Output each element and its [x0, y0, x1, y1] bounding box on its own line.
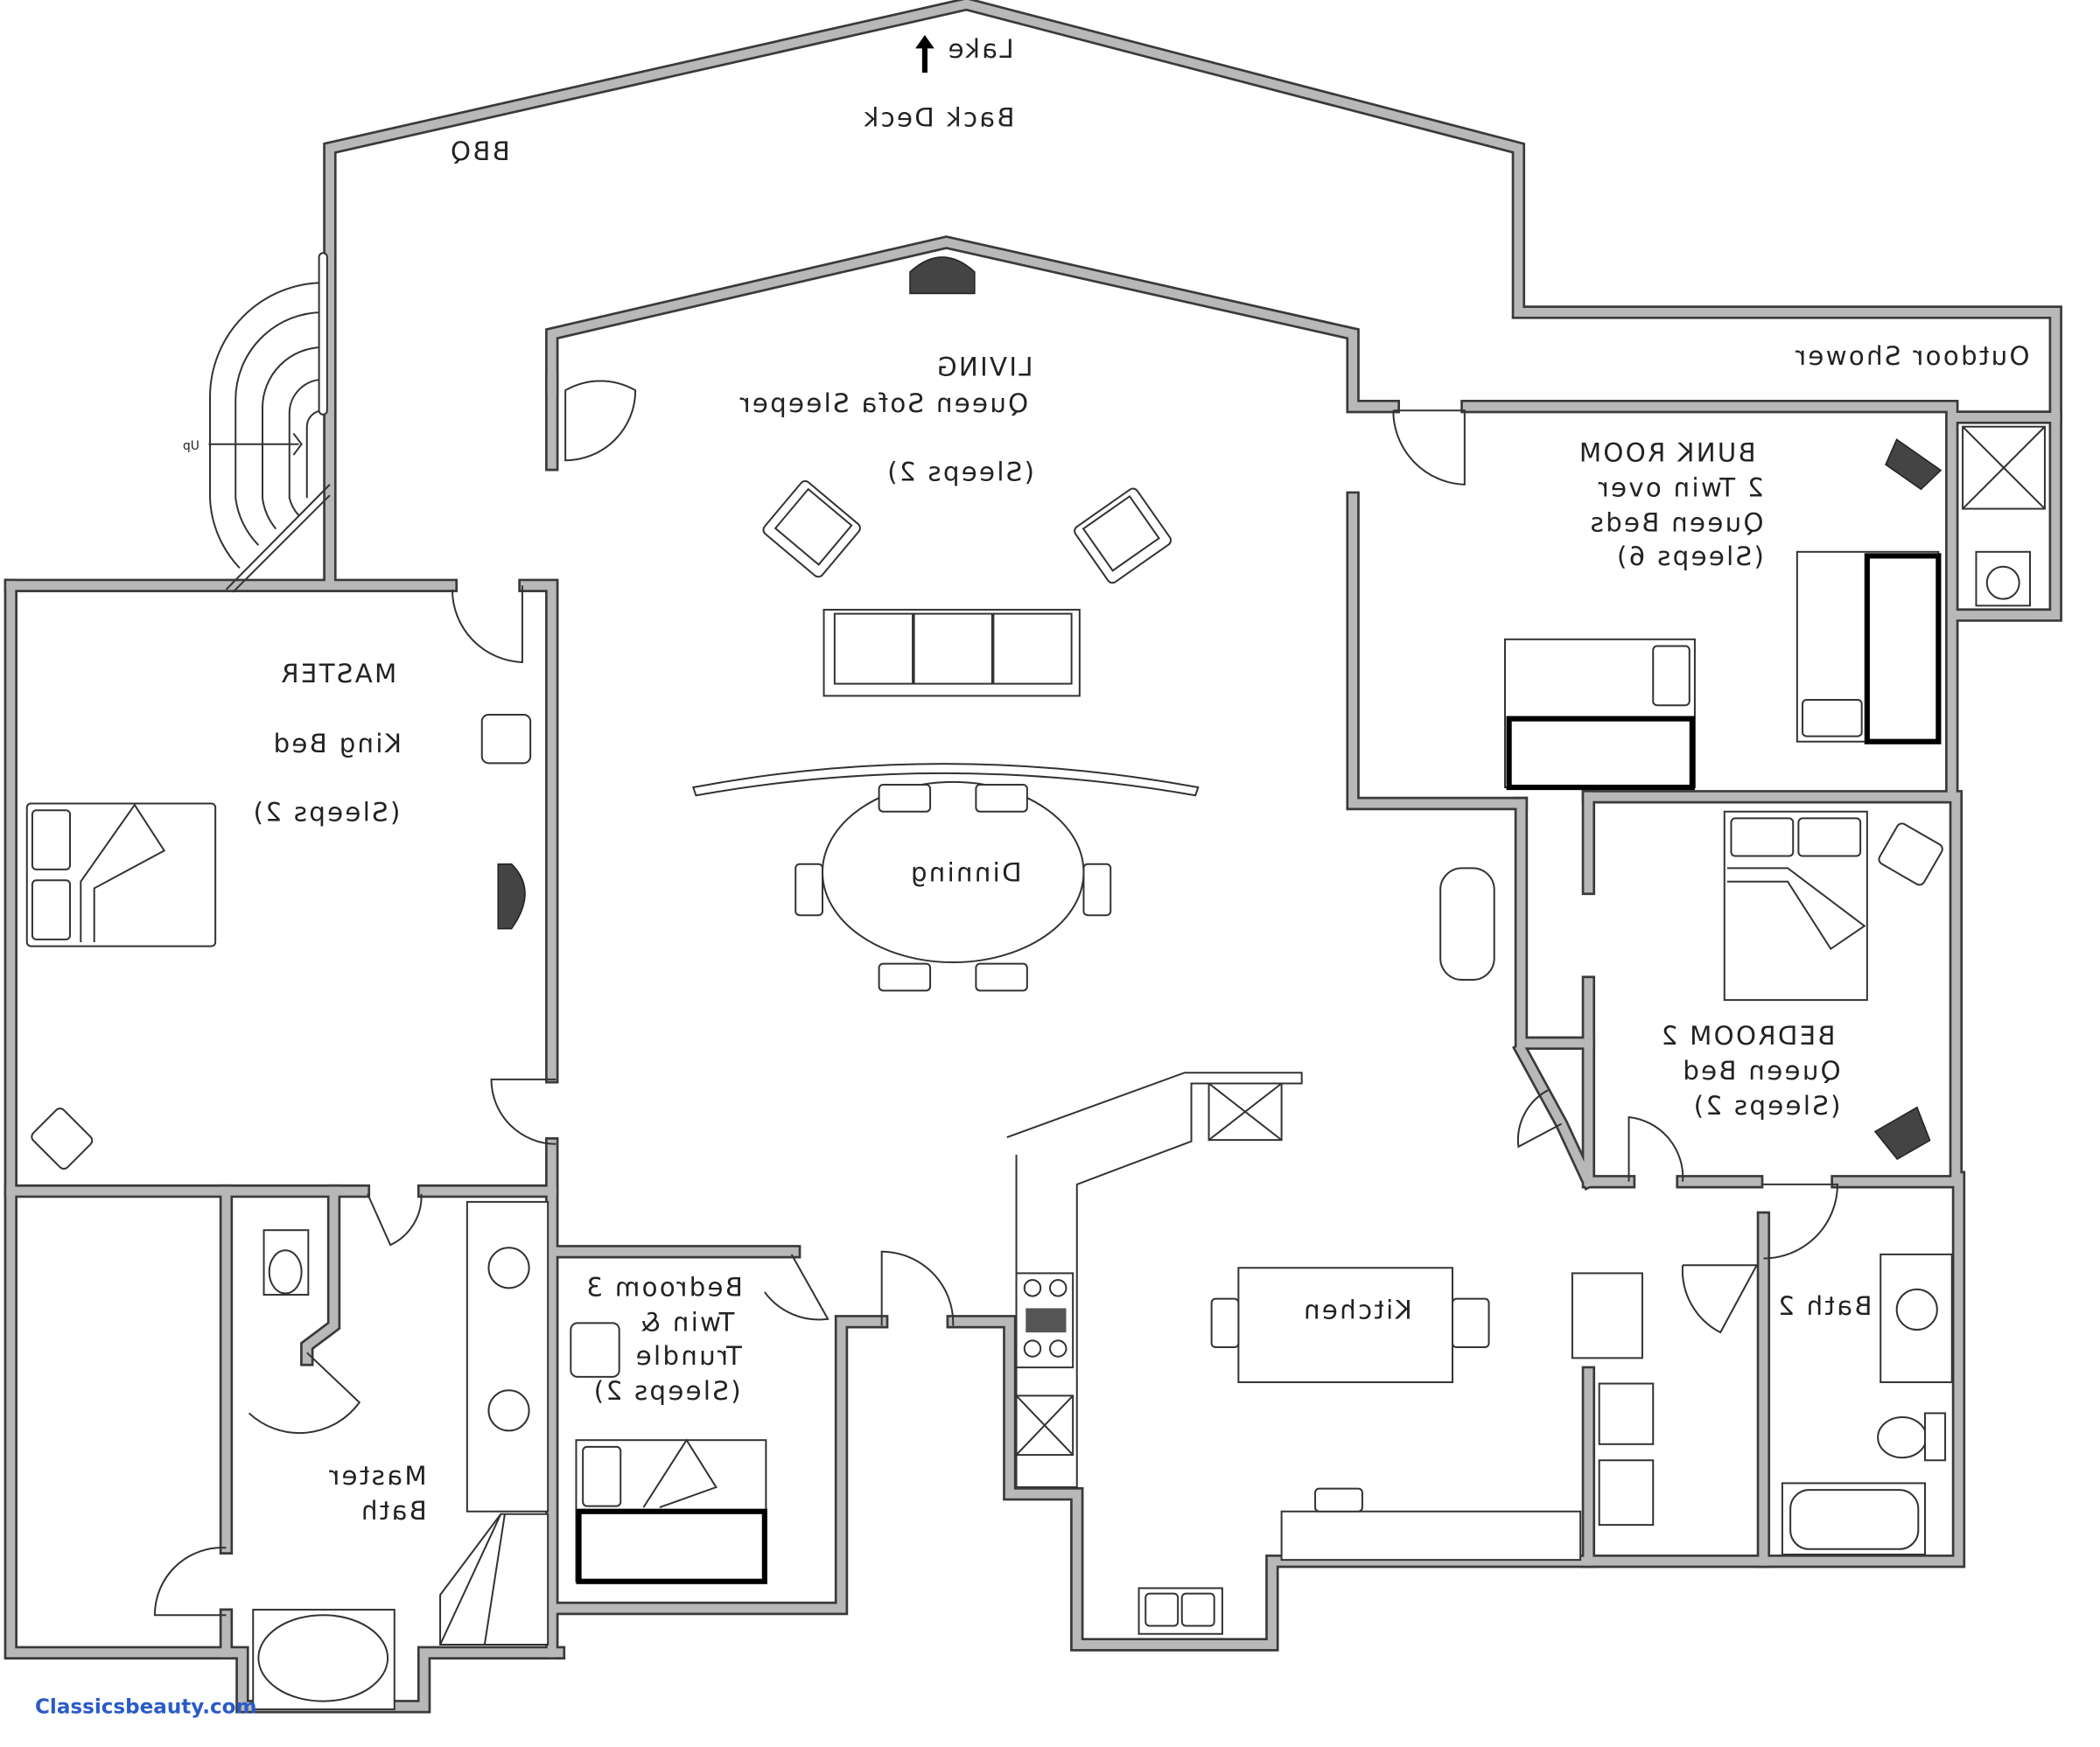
bunk-room-title: BUNK ROOM [1578, 438, 1756, 468]
furniture [25, 256, 2046, 1710]
bedroom3-line2: Trundle [634, 1341, 742, 1371]
wall [6, 581, 564, 1711]
bedroom3-line1: Twin & [639, 1308, 735, 1338]
stairs-label: Up [183, 439, 200, 453]
wall [1584, 792, 1961, 1186]
wall [1516, 799, 1593, 1048]
bedroom2-bed: Queen Bed [1681, 1056, 1841, 1086]
watermark: Classicsbeauty.com [35, 1696, 257, 1719]
living-title: LIVING [935, 352, 1033, 381]
bedroom2-title: BEDROOM 2 [1659, 1021, 1835, 1051]
tv-icon-bedroom2 [1873, 1106, 1931, 1161]
kitchen-table [1237, 1267, 1454, 1384]
bbq-label: BBQ [449, 136, 510, 166]
back-deck-label: Back Deck [862, 103, 1014, 133]
fireplace-icon [909, 256, 976, 295]
outdoor-shower-label: Outdoor Shower [1794, 341, 2030, 371]
living-sleeps: (Sleeps 2) [886, 457, 1034, 486]
counter-arc [691, 763, 1200, 797]
wall [1462, 402, 1956, 801]
bunk-room-line1: 2 Twin over [1596, 473, 1763, 503]
bunk-room-line2: Queen Beds [1588, 508, 1763, 538]
bedroom3-title: Bedroom 3 [584, 1273, 743, 1303]
bath2-title: Bath 2 [1776, 1291, 1872, 1321]
wall-edge [1346, 491, 1529, 811]
wall [554, 1317, 886, 1613]
lake-label: Lake [946, 34, 1013, 64]
tv-icon-bunk [1885, 438, 1942, 491]
wall [1515, 1044, 1595, 1188]
labels: Lake Back Deck BBQ Outdoor Shower LIVING… [251, 34, 2029, 1526]
wall-edge [946, 1170, 1966, 1652]
master-bath-line1: Master [327, 1461, 427, 1491]
armchair-right [1074, 487, 1172, 584]
bunk-room-sleeps: (Sleeps 6) [1615, 542, 1764, 571]
kitchen-title: Kitchen [1302, 1296, 1412, 1325]
wall [325, 0, 2061, 620]
king-bed [25, 802, 217, 947]
master-bath-line2: Bath [360, 1496, 427, 1526]
master-sleeps: (Sleeps 2) [251, 798, 400, 828]
wall-edge [1514, 796, 1596, 1051]
master-bed: King Bed [271, 729, 402, 758]
master-title: MASTER [279, 659, 396, 688]
wall-edge [1581, 975, 1636, 1189]
wall [948, 1173, 1964, 1650]
dining-title: Dinning [909, 858, 1022, 888]
staircase[interactable]: Up [183, 252, 331, 593]
doors[interactable] [153, 380, 1839, 1617]
wall [547, 237, 1398, 469]
bedroom2-sleeps: (Sleeps 2) [1691, 1091, 1840, 1121]
tv-icon-master [497, 863, 526, 930]
bedroom3-sleeps: (Sleeps 2) [592, 1376, 740, 1406]
wall [521, 581, 556, 1081]
wall [1348, 493, 1526, 808]
walls [4, 0, 2062, 1714]
lake-arrow-icon [915, 35, 934, 73]
living-bed: Queen Sofa Sleeper [738, 388, 1028, 418]
wall [302, 1186, 339, 1364]
armchair-left [762, 480, 861, 578]
